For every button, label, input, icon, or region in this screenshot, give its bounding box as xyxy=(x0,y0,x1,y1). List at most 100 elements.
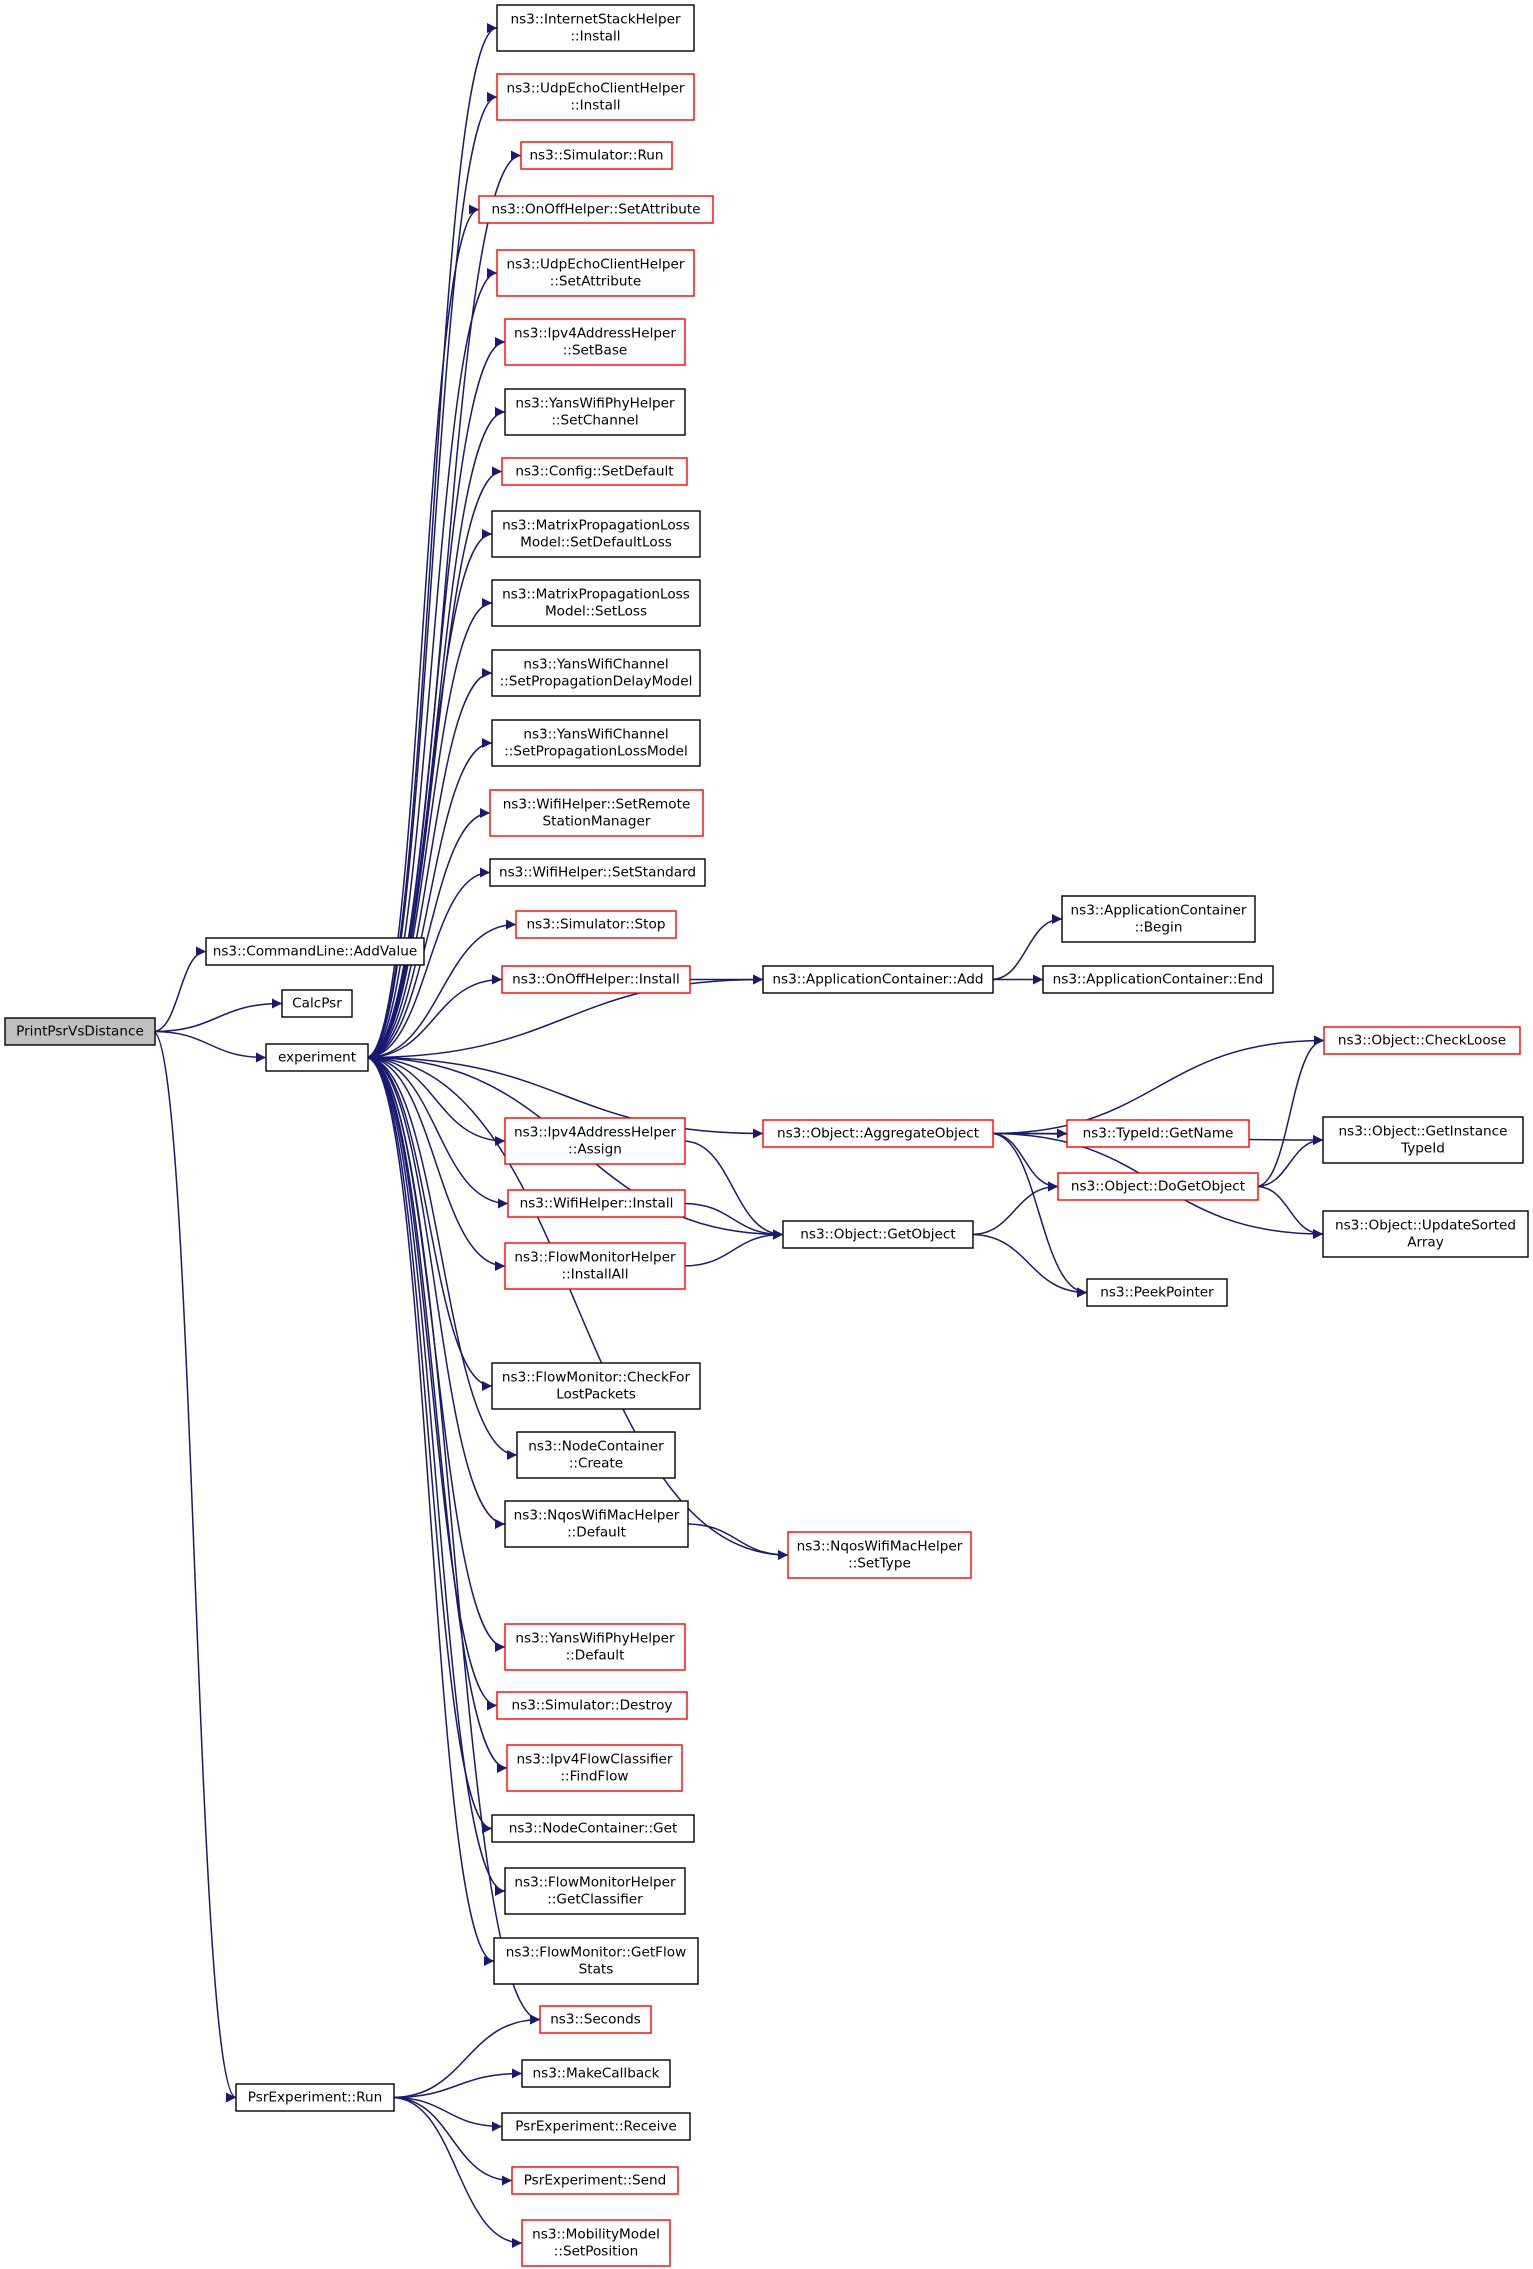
node-label: ::Begin xyxy=(1135,920,1183,936)
node-config-set-default[interactable]: ns3::Config::SetDefault xyxy=(501,457,688,486)
node-psr-receive[interactable]: PsrExperiment::Receive xyxy=(501,2112,691,2141)
node-ac-end[interactable]: ns3::ApplicationContainer::End xyxy=(1042,965,1274,994)
node-label: ns3::Ipv4AddressHelper xyxy=(514,1125,676,1141)
edge-experiment-to-wh-set-remote xyxy=(365,808,491,1059)
node-obj-aggregate[interactable]: ns3::Object::AggregateObject xyxy=(762,1119,994,1148)
node-box xyxy=(521,2059,671,2088)
node-box xyxy=(205,937,425,966)
node-ywph-set-channel[interactable]: ns3::YansWifiPhyHelper::SetChannel xyxy=(504,388,686,436)
node-box xyxy=(489,789,704,837)
node-nc-create[interactable]: ns3::NodeContainer::Create xyxy=(516,1431,676,1479)
node-ipv4-assign[interactable]: ns3::Ipv4AddressHelper::Assign xyxy=(504,1117,686,1165)
node-on-off-install[interactable]: ns3::OnOffHelper::Install xyxy=(501,965,691,994)
edge-path xyxy=(990,1132,1088,1298)
node-label: ::Install xyxy=(570,98,620,114)
node-box xyxy=(496,73,695,121)
node-label: ns3::NodeContainer::Get xyxy=(509,1821,678,1837)
node-ywc-set-prop-loss[interactable]: ns3::YansWifiChannel::SetPropagationLoss… xyxy=(491,719,701,767)
node-label: PsrExperiment::Send xyxy=(524,2173,667,2189)
node-seconds[interactable]: ns3::Seconds xyxy=(539,2005,652,2034)
node-type-id-get-name[interactable]: ns3::TypeId::GetName xyxy=(1066,1119,1250,1148)
node-box xyxy=(504,1623,686,1671)
experiment-node[interactable]: experiment xyxy=(265,1043,369,1072)
node-label: ns3::FlowMonitorHelper xyxy=(514,1875,676,1891)
edge-path xyxy=(1255,1035,1325,1188)
node-sim-run[interactable]: ns3::Simulator::Run xyxy=(520,141,673,170)
node-calc-psr[interactable]: CalcPsr xyxy=(281,989,353,1018)
node-label: ns3::Ipv4AddressHelper xyxy=(514,326,676,342)
edge-fmh-install-all-to-obj-get-object xyxy=(682,1229,784,1267)
edge-path xyxy=(152,998,283,1033)
node-add-value[interactable]: ns3::CommandLine::AddValue xyxy=(205,937,425,966)
node-fmh-install-all[interactable]: ns3::FlowMonitorHelper::InstallAll xyxy=(504,1242,686,1290)
node-psr-run[interactable]: PsrExperiment::Run xyxy=(235,2083,395,2112)
edge-print-psr-vs-distance-to-psr-run xyxy=(152,1030,237,2103)
node-uech-set-attr[interactable]: ns3::UdpEchoClientHelper::SetAttribute xyxy=(496,249,695,297)
node-label: ns3::NodeContainer xyxy=(528,1439,664,1455)
node-nwmh-set-type[interactable]: ns3::NqosWifiMacHelper::SetType xyxy=(787,1531,972,1579)
edge-path xyxy=(365,598,493,1059)
node-box xyxy=(787,1531,972,1579)
node-obj-do-get-object[interactable]: ns3::Object::DoGetObject xyxy=(1057,1172,1259,1201)
edge-path xyxy=(970,1233,1088,1298)
node-box xyxy=(762,965,994,994)
node-fmh-get-classifier[interactable]: ns3::FlowMonitorHelper::GetClassifier xyxy=(504,1867,686,1915)
edge-experiment-to-nc-get xyxy=(365,1056,493,1834)
node-make-callback[interactable]: ns3::MakeCallback xyxy=(521,2059,671,2088)
node-label: ns3::Object::AggregateObject xyxy=(777,1126,979,1142)
node-label: ns3::ApplicationContainer xyxy=(1071,903,1247,919)
edge-path xyxy=(365,1056,506,1529)
node-label: ns3::UdpEchoClientHelper xyxy=(506,257,684,273)
node-peek-pointer[interactable]: ns3::PeekPointer xyxy=(1086,1278,1228,1307)
node-ywph-default[interactable]: ns3::YansWifiPhyHelper::Default xyxy=(504,1623,686,1671)
node-box xyxy=(496,1691,688,1720)
node-sim-destroy[interactable]: ns3::Simulator::Destroy xyxy=(496,1691,688,1720)
node-box xyxy=(491,1814,695,1843)
node-box xyxy=(478,195,714,224)
edge-experiment-to-wh-install xyxy=(365,1056,509,1209)
node-box xyxy=(520,141,673,170)
node-label: ns3::Simulator::Destroy xyxy=(512,1698,673,1714)
node-sim-stop[interactable]: ns3::Simulator::Stop xyxy=(515,910,677,939)
node-on-off-set-attr[interactable]: ns3::OnOffHelper::SetAttribute xyxy=(478,195,714,224)
edge-nwmh-default-to-nwmh-set-type xyxy=(685,1523,789,1560)
node-label: PsrExperiment::Run xyxy=(248,2090,382,2106)
node-label: PsrExperiment::Receive xyxy=(515,2119,677,2135)
node-box xyxy=(1057,1172,1259,1201)
node-wh-install[interactable]: ns3::WifiHelper::Install xyxy=(507,1189,686,1218)
node-label: ::SetPropagationLossModel xyxy=(504,744,688,760)
node-mplm-set-default-loss[interactable]: ns3::MatrixPropagationLossModel::SetDefa… xyxy=(491,510,701,558)
node-ipv4-set-base[interactable]: ns3::Ipv4AddressHelper::SetBase xyxy=(504,318,686,366)
node-label: ::SetAttribute xyxy=(550,274,642,290)
node-box xyxy=(1322,1210,1529,1258)
edge-path xyxy=(1255,1135,1324,1188)
node-obj-check-loose[interactable]: ns3::Object::CheckLoose xyxy=(1323,1026,1521,1055)
node-obj-get-object[interactable]: ns3::Object::GetObject xyxy=(782,1220,974,1249)
node-ish-install[interactable]: ns3::InternetStackHelper::Install xyxy=(496,4,695,52)
node-nc-get[interactable]: ns3::NodeContainer::Get xyxy=(491,1814,695,1843)
edge-experiment-to-config-set-default xyxy=(365,466,503,1059)
node-ac-add[interactable]: ns3::ApplicationContainer::Add xyxy=(762,965,994,994)
edge-path xyxy=(682,1229,784,1267)
node-box xyxy=(516,1431,676,1479)
node-label: ::InstallAll xyxy=(562,1267,629,1283)
node-label: ns3::Config::SetDefault xyxy=(515,464,673,480)
node-ipv4-fc-find-flow[interactable]: ns3::Ipv4FlowClassifier::FindFlow xyxy=(506,1744,683,1792)
node-psr-send[interactable]: PsrExperiment::Send xyxy=(511,2166,679,2195)
node-box xyxy=(491,719,701,767)
edge-obj-get-object-to-obj-do-get-object xyxy=(970,1181,1059,1236)
node-nwmh-default[interactable]: ns3::NqosWifiMacHelper::Default xyxy=(504,1500,689,1548)
node-box xyxy=(1042,965,1274,994)
node-mm-set-position[interactable]: ns3::MobilityModel::SetPosition xyxy=(521,2219,671,2267)
node-uech-install[interactable]: ns3::UdpEchoClientHelper::Install xyxy=(496,73,695,121)
edge-path xyxy=(391,2014,541,2099)
node-ywc-set-prop-delay[interactable]: ns3::YansWifiChannel::SetPropagationDela… xyxy=(491,649,701,697)
node-ac-begin[interactable]: ns3::ApplicationContainer::Begin xyxy=(1061,895,1256,943)
node-wh-set-standard[interactable]: ns3::WifiHelper::SetStandard xyxy=(489,858,706,887)
